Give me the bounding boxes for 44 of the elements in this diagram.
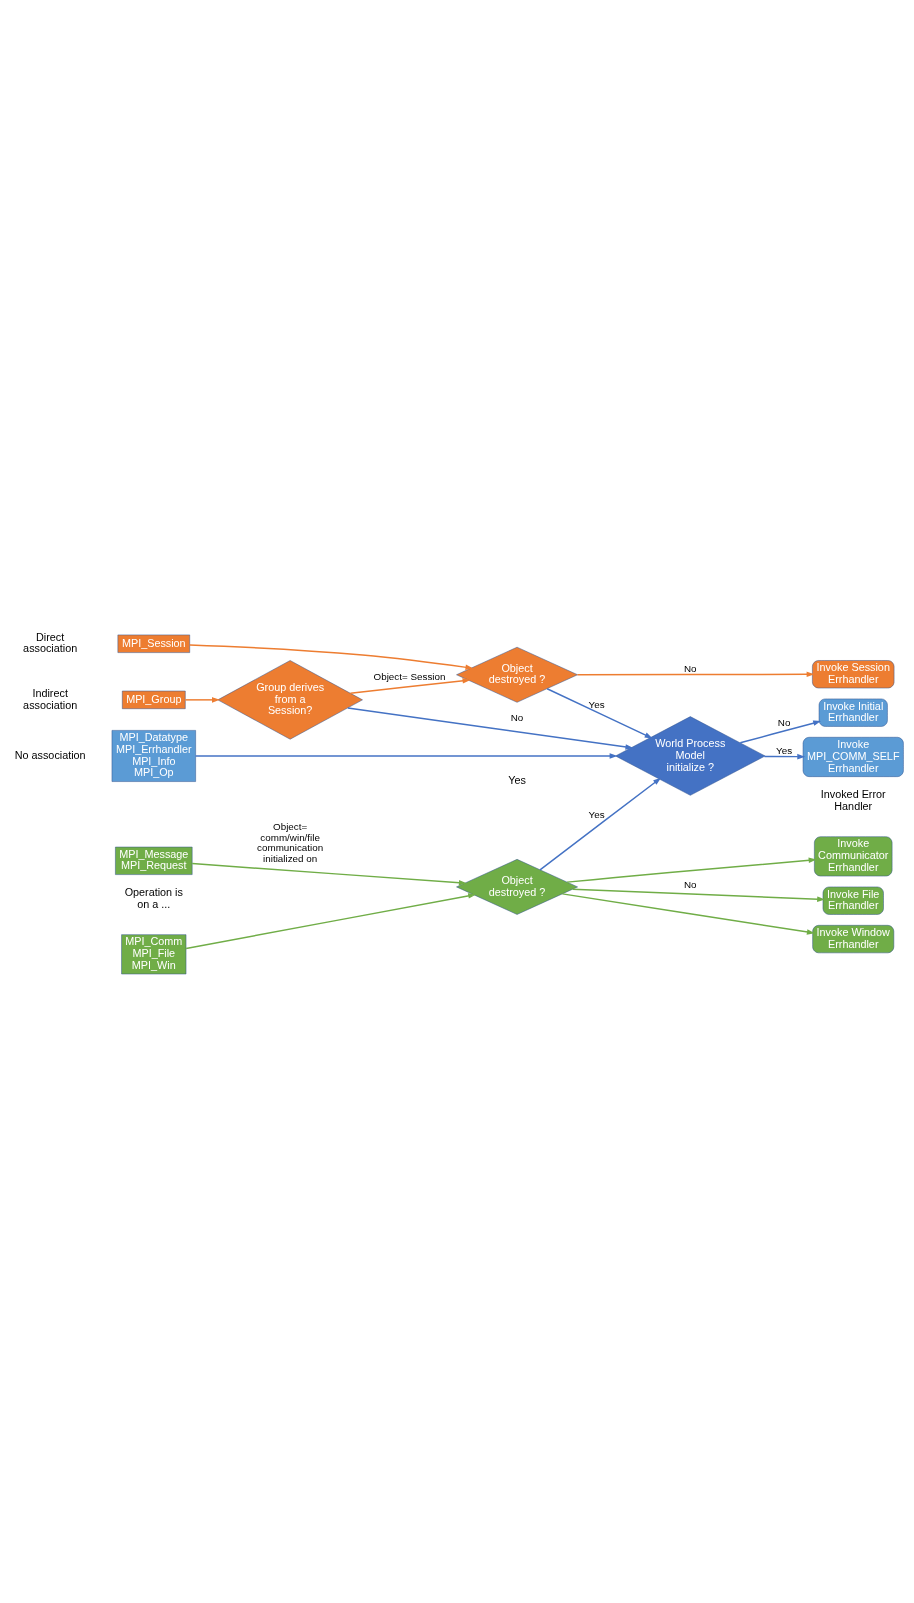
arrow xyxy=(194,752,618,759)
node-box: Invoke File Errhandler xyxy=(822,886,884,915)
arrow xyxy=(184,696,220,703)
arrow xyxy=(571,887,826,902)
arrow xyxy=(566,857,817,883)
edge-label: Object= comm/win/file communication initialized on xyxy=(257,820,324,864)
arrow xyxy=(561,892,815,935)
arrow xyxy=(576,671,815,677)
arrow xyxy=(189,643,474,670)
node-box: MPI_Message MPI_Request xyxy=(115,846,193,875)
edge-label: Yes xyxy=(776,744,793,756)
edge-label: No xyxy=(777,716,791,728)
edge-label: No xyxy=(684,662,697,674)
node-diamond: Object destroyed ? xyxy=(456,646,578,703)
node-box: MPI_Session xyxy=(117,634,190,653)
node-box: Invoke Session Errhandler xyxy=(812,659,895,688)
arrow xyxy=(539,777,662,871)
arrow xyxy=(739,720,822,743)
node-box: Invoke Window Errhandler xyxy=(812,924,895,953)
node-box: Invoke MPI_COMM_SELF Errhandler xyxy=(802,736,904,777)
edge-label: Object= Session xyxy=(373,670,446,682)
arrow xyxy=(185,892,477,949)
label: Yes xyxy=(508,773,526,786)
node-box: MPI_Comm MPI_File MPI_Win xyxy=(121,933,187,974)
arrow xyxy=(546,687,653,738)
arrow xyxy=(347,706,634,750)
node-diamond: Group derives from a Session? xyxy=(217,659,363,739)
label: Operation is on a ... xyxy=(124,885,183,910)
edge-label: Yes xyxy=(588,698,605,710)
arrow xyxy=(349,677,471,694)
edge-label: No xyxy=(684,878,697,890)
label: Indirect association xyxy=(23,686,78,711)
node-box: MPI_Group xyxy=(122,690,186,709)
node-box: Invoke Communicator Errhandler xyxy=(814,835,893,876)
label: Direct association xyxy=(23,630,78,654)
label: No association xyxy=(14,748,86,761)
arrow xyxy=(191,862,467,885)
label: Invoked Error Handler xyxy=(820,787,886,812)
arrow xyxy=(763,753,806,759)
node-box: MPI_Datatype MPI_Errhandler MPI_Info MPI_Op xyxy=(111,729,196,782)
edge-label: Yes xyxy=(588,808,605,820)
node-box: Invoke Initial Errhandler xyxy=(818,698,888,727)
edge-label: No xyxy=(510,711,524,723)
node-diamond: World Process Model initialize ? xyxy=(615,715,766,796)
